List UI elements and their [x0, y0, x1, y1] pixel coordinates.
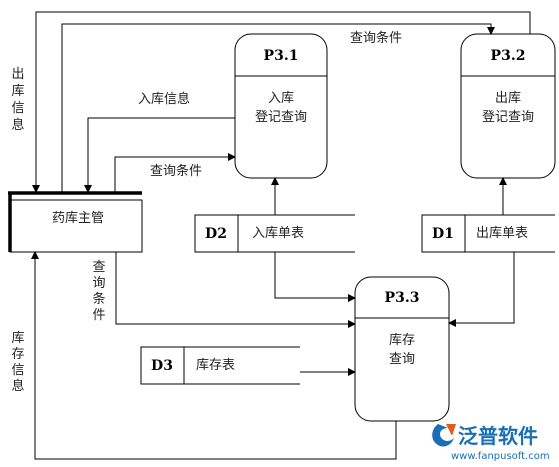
process-id: P3.3 — [385, 290, 420, 306]
process-id: P3.2 — [491, 48, 526, 64]
datastore-id: D1 — [432, 226, 454, 242]
datastore-id: D2 — [205, 226, 227, 242]
label-stock-info: 库 存 信 息 — [11, 330, 24, 394]
entity-warehouse-manager: 药库主管 — [8, 191, 143, 253]
watermark-brand: 泛普软件 — [458, 424, 538, 448]
flow-d2-to-p33 — [274, 252, 356, 302]
label-char: 信 — [11, 101, 24, 116]
datastore-d1: D1 出库单表 — [421, 214, 555, 253]
process-p3-2: P3.2 出库 登记查询 — [460, 33, 556, 179]
datastore-label: 入库单表 — [252, 225, 304, 241]
flow-query-condition-top — [61, 23, 495, 192]
label-char: 信 — [11, 363, 24, 378]
datastore-d2: D2 入库单表 — [194, 214, 355, 253]
label-char: 出 — [11, 67, 24, 82]
label-outbound-info: 出 库 信 息 — [11, 67, 24, 133]
datastore-label: 出库单表 — [476, 225, 528, 241]
label-char: 询 — [92, 276, 105, 291]
label-char: 库 — [11, 83, 24, 99]
label-char: 存 — [11, 347, 24, 362]
process-line-2: 登记查询 — [482, 110, 534, 125]
process-line-2: 查询 — [389, 352, 415, 367]
brand-logo-icon — [432, 424, 456, 447]
process-p3-3: P3.3 库存 查询 — [354, 276, 450, 422]
entity-label: 药库主管 — [52, 210, 104, 226]
label-char: 息 — [11, 378, 24, 394]
label-char: 件 — [92, 308, 105, 323]
flow-d1-to-p33 — [448, 252, 515, 327]
label-char: 息 — [11, 117, 24, 133]
process-id: P3.1 — [264, 48, 299, 64]
watermark: 泛普软件 www.fanpusoft.com — [432, 424, 550, 462]
label-char: 库 — [11, 330, 24, 346]
process-line-1: 出库 — [495, 90, 521, 106]
process-line-1: 入库 — [268, 90, 294, 106]
label-query-condition-top: 查询条件 — [350, 30, 402, 46]
watermark-url: www.fanpusoft.com — [451, 451, 550, 462]
label-query-condition-mid: 查询条件 — [150, 163, 202, 179]
flow-query-condition-to-p33 — [115, 252, 356, 328]
process-line-1: 库存 — [389, 332, 415, 348]
flow-outbound-info — [32, 11, 531, 193]
datastore-label: 库存表 — [196, 357, 235, 373]
flow-inbound-info — [84, 117, 235, 193]
flow-query-condition-mid — [114, 153, 236, 192]
datastore-id: D3 — [151, 358, 173, 374]
label-char: 查 — [92, 260, 105, 275]
label-char: 条 — [92, 291, 105, 307]
datastore-d3: D3 库存表 — [140, 346, 300, 385]
process-p3-1: P3.1 入库 登记查询 — [234, 33, 328, 179]
label-inbound-info: 入库信息 — [138, 91, 190, 107]
label-query-condition-vertical: 查 询 条 件 — [92, 260, 105, 323]
process-line-2: 登记查询 — [255, 110, 307, 125]
flow-stock-info — [31, 251, 397, 460]
